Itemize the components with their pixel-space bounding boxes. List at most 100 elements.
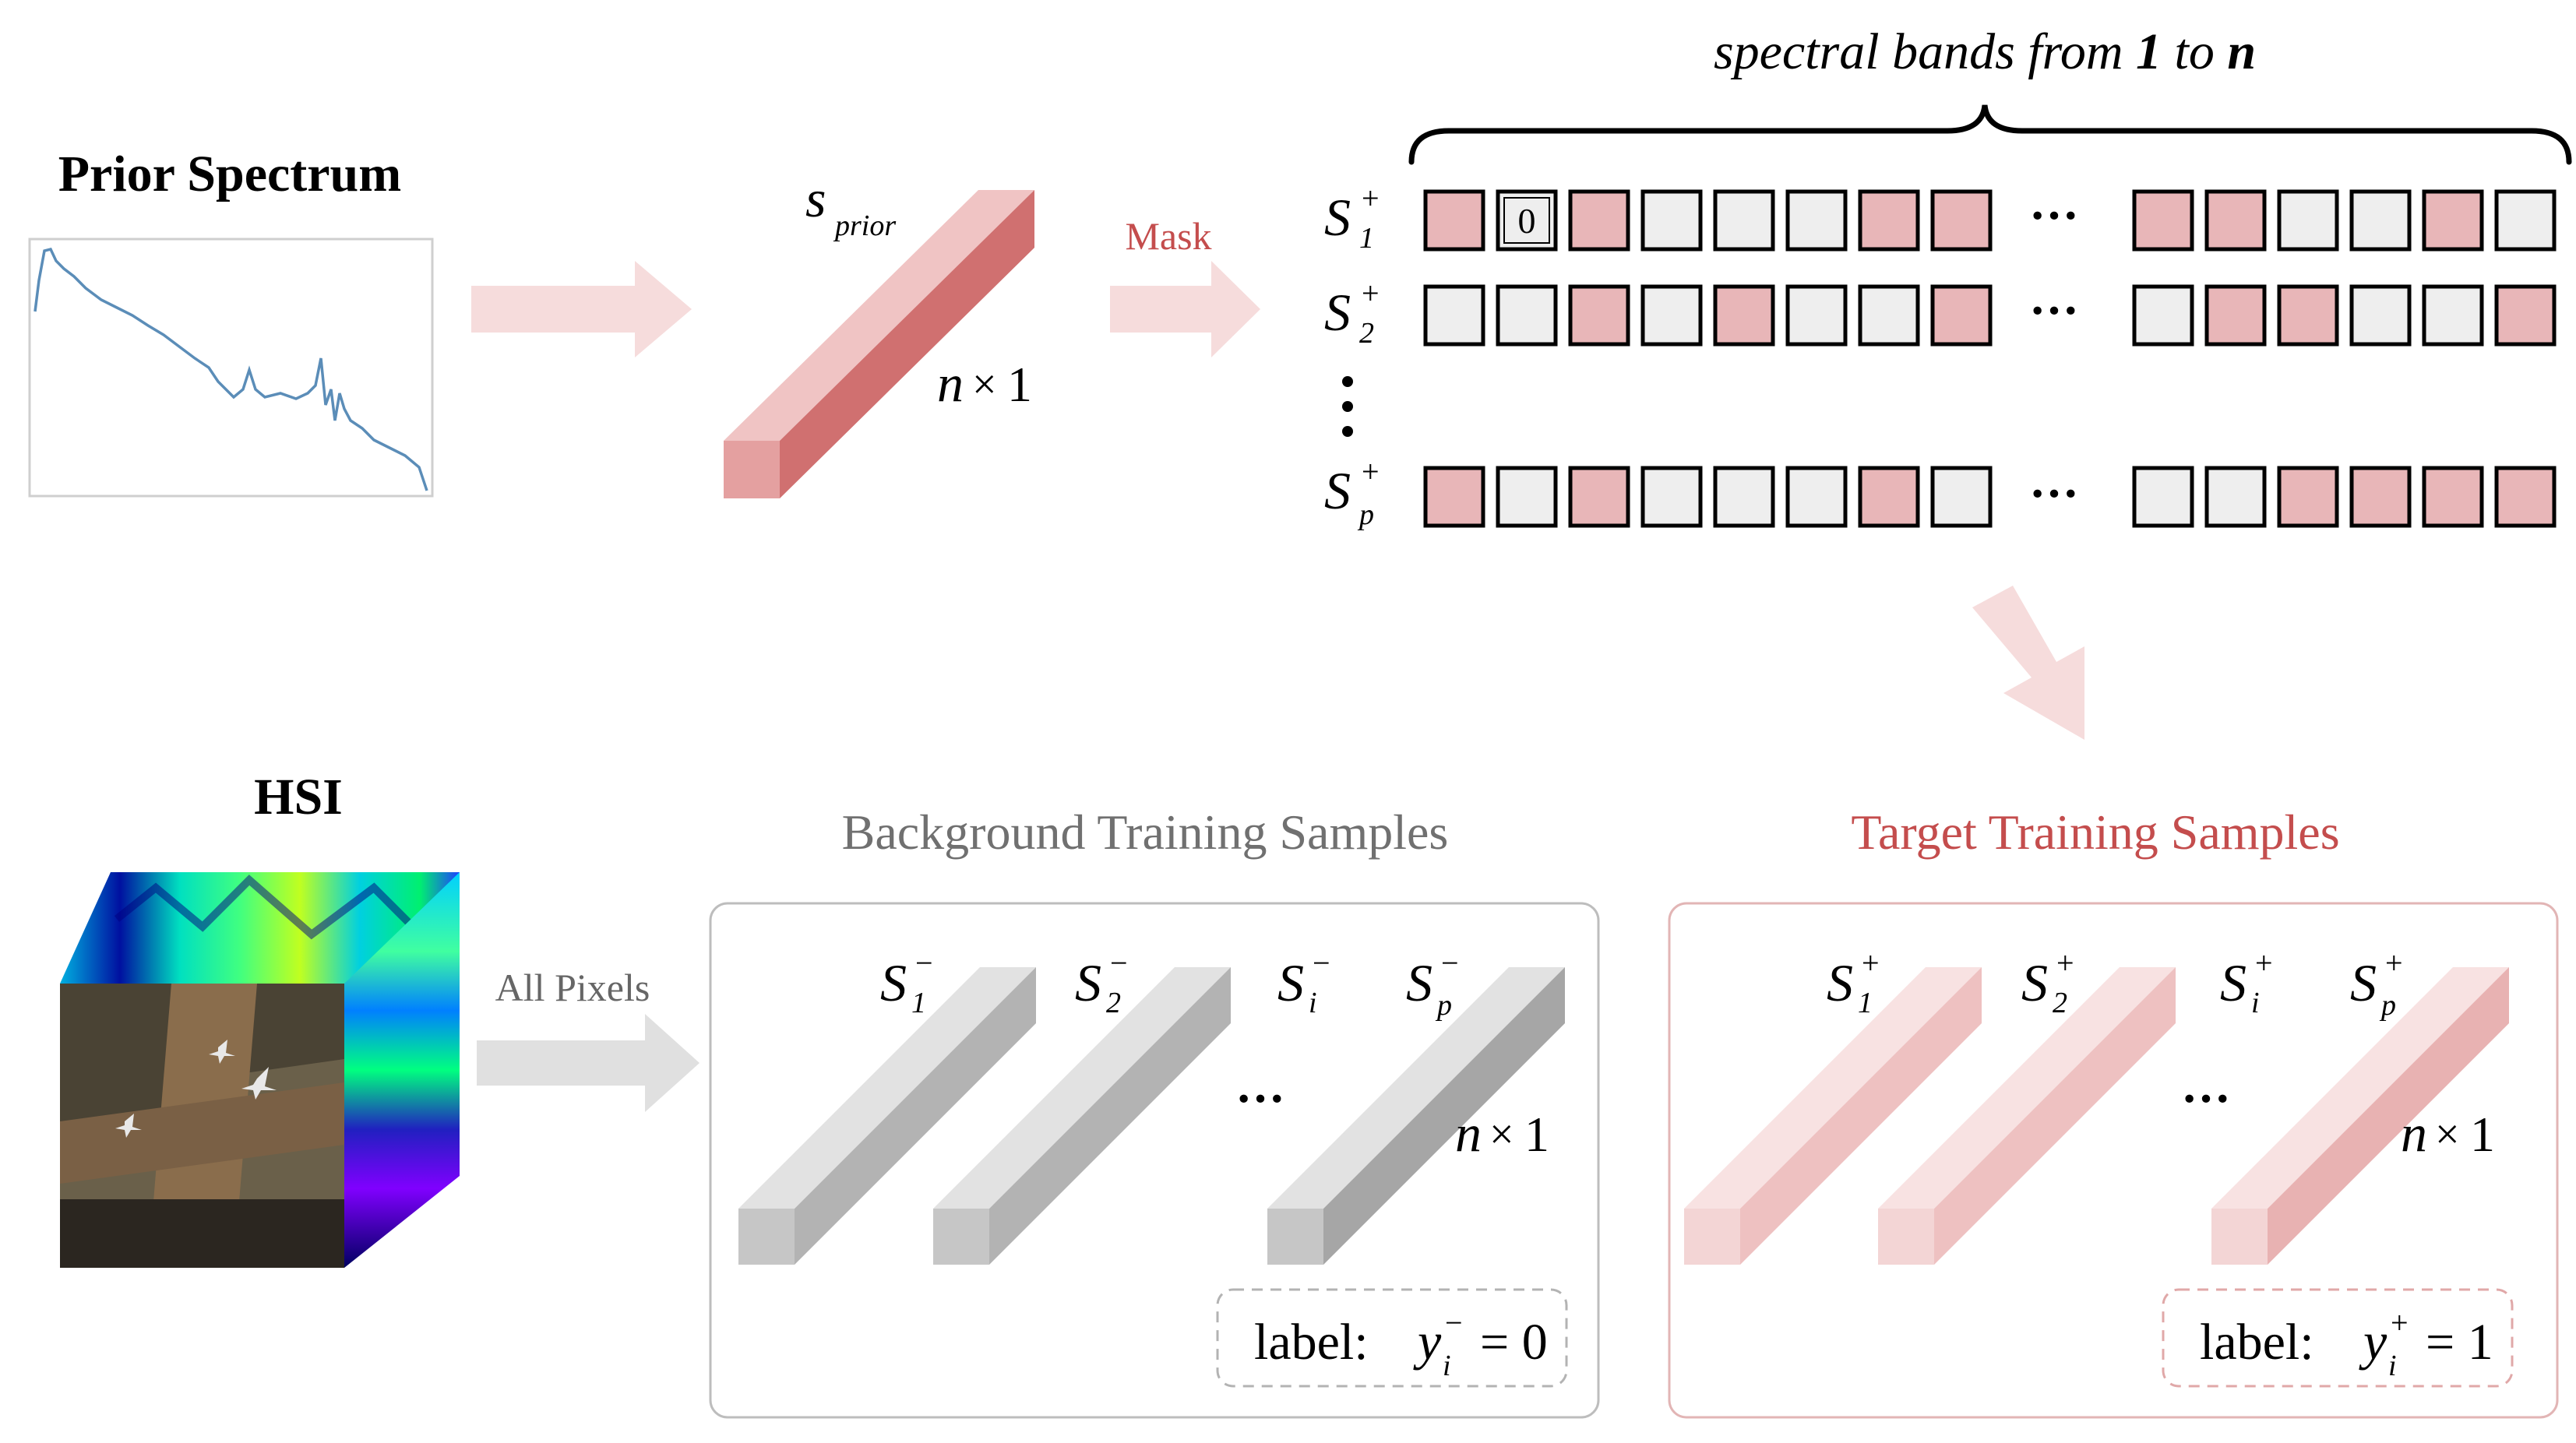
mask-cell: [2277, 466, 2339, 528]
mask-cell-inner-border: [1503, 197, 1550, 244]
mask-row-2-ellipsis: ···: [2029, 283, 2079, 338]
mask-row-2-label: S + 2: [1324, 276, 1380, 350]
background-ellipsis: ···: [1235, 1071, 1285, 1126]
prior-vector-label: s prior: [805, 169, 896, 242]
mask-row-1-ellipsis: ···: [2029, 188, 2079, 243]
background-sample-p-label: S − p: [1406, 945, 1459, 1022]
svg-text:p: p: [2379, 989, 2396, 1022]
mask-cell: [2204, 284, 2267, 347]
svg-text:i: i: [2251, 987, 2260, 1019]
mask-cell: [1930, 189, 1993, 252]
background-label-math: y − i = 0: [1413, 1305, 1548, 1382]
svg-text:= 1: = 1: [2426, 1314, 2493, 1371]
mask-cell: [1568, 284, 1630, 347]
mask-cell: [1640, 189, 1703, 252]
svg-text:S: S: [1324, 283, 1351, 342]
svg-text:S: S: [1827, 953, 1853, 1012]
svg-text:−: −: [1445, 1305, 1463, 1340]
background-dimension: n × 1: [1455, 1103, 1549, 1163]
mask-cell: [2132, 466, 2194, 528]
mask-cell: [1858, 284, 1920, 347]
svg-text:−: −: [915, 945, 933, 980]
spectrum-curve: [33, 247, 428, 491]
mask-cell: [1785, 466, 1848, 528]
mask-cell: [1496, 284, 1558, 347]
svg-text:1: 1: [1359, 222, 1374, 255]
mask-cell: [2132, 189, 2194, 252]
svg-text:s: s: [805, 169, 826, 228]
mask-cell: [2494, 284, 2557, 347]
bands-header-end: n: [2227, 23, 2256, 80]
mask-row-1-label: S + 1: [1324, 181, 1380, 255]
mask-cell: [1496, 189, 1558, 252]
svg-text:S: S: [2021, 953, 2048, 1012]
svg-text:×: ×: [1489, 1110, 1514, 1159]
svg-text:+: +: [2056, 945, 2074, 980]
mask-cell: [1568, 466, 1630, 528]
mask-cell: [2494, 189, 2557, 252]
svg-text:+: +: [1862, 945, 1880, 980]
target-sample-bar: [1878, 967, 2176, 1265]
mask-cell: [1930, 284, 1993, 347]
target-label-box: [2162, 1288, 2514, 1388]
mask-row-p-label: S + p: [1324, 454, 1380, 531]
mask-cell: [2422, 189, 2484, 252]
background-sample-i-label: S − i: [1277, 945, 1330, 1019]
svg-text:2: 2: [1359, 317, 1374, 350]
mask-cell: [2277, 189, 2339, 252]
prior-spectrum-title: Prior Spectrum: [58, 146, 402, 202]
svg-text:S: S: [1324, 188, 1351, 247]
mask-grid: 0: [1423, 189, 2557, 528]
svg-text:+: +: [2385, 945, 2403, 980]
spectrum-plot: [28, 238, 434, 498]
svg-text:+: +: [2391, 1305, 2409, 1340]
hsi-cube: [60, 872, 460, 1268]
prior-vector: [724, 190, 1034, 498]
svg-text:i: i: [1309, 987, 1317, 1019]
mask-cell: [2349, 189, 2412, 252]
svg-text:S: S: [880, 953, 907, 1012]
svg-text:2: 2: [2053, 987, 2067, 1019]
mask-cell: [2204, 466, 2267, 528]
target-panel-title: Target Training Samples: [1851, 804, 2339, 860]
svg-text:prior: prior: [833, 209, 896, 242]
bands-header-start: 1: [2136, 23, 2162, 80]
svg-text:−: −: [1441, 945, 1459, 980]
mask-cell: [1858, 466, 1920, 528]
bands-brace: [1408, 104, 2572, 165]
svg-text:n: n: [2401, 1103, 2427, 1163]
svg-text:i: i: [2388, 1350, 2397, 1382]
bands-header-mid: to: [2162, 23, 2227, 80]
mask-row-p-ellipsis: ···: [2029, 466, 2079, 521]
target-sample-p-label: S + p: [2350, 945, 2403, 1022]
mask-cell: [1640, 284, 1703, 347]
mask-cell: [2132, 284, 2194, 347]
all-pixels-arrow: [477, 1014, 700, 1112]
mask-cell: [1423, 189, 1485, 252]
background-sample-1-label: S − 1: [880, 945, 933, 1019]
svg-text:+: +: [1362, 276, 1380, 311]
svg-text:×: ×: [2435, 1110, 2460, 1159]
svg-text:i: i: [1443, 1350, 1451, 1382]
svg-text:S: S: [1277, 953, 1304, 1012]
svg-text:+: +: [1362, 181, 1380, 216]
target-sample-i-label: S + i: [2220, 945, 2273, 1019]
target-sample-bar: [1684, 967, 1982, 1265]
svg-text:S: S: [2350, 953, 2377, 1012]
svg-text:×: ×: [972, 361, 997, 409]
mask-cell: [1423, 284, 1485, 347]
mask-to-target-arrow: [1972, 586, 2084, 740]
mask-vertical-ellipsis: [1342, 376, 1353, 437]
background-label-text: label:: [1254, 1314, 1369, 1371]
svg-text:+: +: [1362, 454, 1380, 489]
svg-text:y: y: [2359, 1311, 2387, 1371]
mask-cell: [1713, 466, 1775, 528]
mask-cell: [2349, 466, 2412, 528]
svg-text:1: 1: [1524, 1107, 1549, 1162]
target-sample-1-label: S + 1: [1827, 945, 1880, 1019]
mask-cell: [2277, 284, 2339, 347]
mask-cell: [1713, 189, 1775, 252]
spectrum-to-prior-arrow: [471, 261, 692, 357]
mask-cell: [1640, 466, 1703, 528]
